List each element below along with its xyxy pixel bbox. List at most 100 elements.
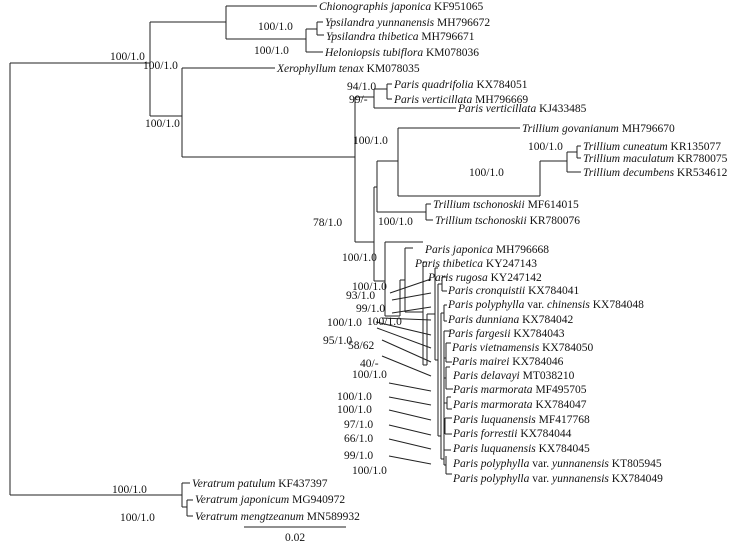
tip-label: Paris polyphylla var. yunnanensis KX7840… (452, 473, 663, 485)
support-value: 100/1.0 (143, 60, 178, 72)
accession-number: MT038210 (520, 370, 575, 382)
accession-number: KM078036 (423, 47, 479, 59)
species-name: Paris forrestii (452, 428, 517, 440)
tip-label: Paris cronquistii KX784041 (447, 285, 579, 297)
species-name: Heloniopsis tubiflora (324, 47, 423, 59)
tip-label: Paris fargesii KX784043 (447, 328, 565, 340)
tip-label: Trillium decumbens KR534612 (583, 167, 728, 179)
label-leader-line (388, 455, 432, 465)
support-value: 58/62 (348, 340, 374, 352)
species-name: Xerophyllum tenax (276, 63, 365, 75)
accession-number: MH796668 (493, 244, 549, 256)
accession-number: KJ433485 (536, 103, 586, 115)
species-name: Paris luquanensis (452, 414, 536, 426)
accession-number: MG940972 (289, 494, 345, 506)
support-value: 100/1.0 (254, 45, 289, 57)
tip-label: Trillium govanianum MH796670 (522, 123, 675, 135)
accession-number: KX784041 (525, 285, 579, 297)
tip-label: Paris japonica MH796668 (424, 244, 549, 256)
accession-number: KX784046 (509, 356, 563, 368)
species-name: Paris cronquistii (447, 285, 525, 297)
species-name: Paris polyphylla (447, 299, 525, 311)
tip-label: Paris luquanensis MF417768 (452, 414, 590, 426)
species-name: Ypsilandra yunnanensis (325, 17, 435, 29)
tip-labels: Chionographis japonica KF951065Ypsilandr… (192, 1, 728, 523)
variety-name: chinensis (547, 299, 590, 311)
support-value: 97/1.0 (344, 419, 373, 431)
support-value: 100/1.0 (378, 216, 413, 228)
label-leader-line (391, 292, 432, 301)
label-leader-line (381, 355, 432, 377)
tip-label: Paris polyphylla var. yunnanensis KT8059… (452, 458, 662, 470)
accession-number: KM078035 (364, 63, 420, 75)
tip-label: Paris forrestii KX784044 (452, 428, 572, 440)
support-value: 66/1.0 (344, 433, 373, 445)
tip-label: Paris verticillata KJ433485 (457, 103, 587, 115)
species-name: Veratrum mengtzeanum (195, 511, 304, 523)
tip-label: Trillium maculatum KR780075 (583, 153, 728, 165)
accession-number: KX784049 (609, 473, 663, 485)
scale-bar: 0.02 (244, 526, 346, 543)
accession-number: KR780075 (674, 153, 728, 165)
tip-label: Ypsilandra yunnanensis MH796672 (325, 17, 490, 29)
species-name: Paris marmorata (452, 384, 533, 396)
scale-bar-label: 0.02 (285, 532, 305, 543)
support-value: 94/1.0 (347, 81, 376, 93)
support-value: 95/1.0 (323, 335, 352, 347)
species-name: Paris verticillata (393, 94, 473, 106)
label-leader-line (381, 339, 432, 363)
support-value: 100/1.0 (469, 167, 504, 179)
species-name: Ypsilandra thibetica (326, 31, 419, 43)
label-leader-line (388, 409, 432, 421)
accession-number: KY247143 (483, 258, 537, 270)
accession-number: KF437397 (275, 478, 327, 490)
support-value: 40/- (360, 358, 379, 370)
accession-number: MF417768 (536, 414, 590, 426)
variety-name: yunnanensis (551, 458, 609, 470)
accession-number: MF495705 (533, 384, 587, 396)
species-name: Paris japonica (424, 244, 493, 256)
species-name: Veratrum japonicum (195, 494, 289, 506)
tip-label: Paris luquanensis KX784045 (452, 443, 590, 455)
label-leader-line (388, 396, 432, 406)
species-name: Paris luquanensis (452, 443, 536, 455)
tip-label: Heloniopsis tubiflora KM078036 (324, 47, 479, 59)
label-leader-line (388, 438, 432, 450)
support-value: 100/1.0 (528, 141, 563, 153)
tip-label: Paris marmorata KX784047 (452, 399, 587, 411)
tip-label: Paris polyphylla var. chinensis KX784048 (447, 299, 644, 311)
tip-label: Veratrum patulum KF437397 (192, 478, 328, 490)
tip-label: Paris mairei KX784046 (451, 356, 564, 368)
species-name: Trillium cuneatum (583, 141, 668, 153)
accession-number: MH796670 (619, 123, 675, 135)
tip-label: Paris delavayi MT038210 (452, 370, 575, 382)
tip-label: Chionographis japonica KF951065 (319, 1, 483, 13)
label-leader-line (388, 424, 432, 436)
species-name: Paris verticillata (457, 103, 537, 115)
species-name: Trillium decumbens (583, 167, 675, 179)
support-value: 99/1.0 (356, 303, 385, 315)
accession-number: MH796669 (472, 94, 528, 106)
accession-number: KX784045 (536, 443, 590, 455)
accession-number: KF951065 (431, 1, 483, 13)
accession-number: KX784042 (519, 314, 573, 326)
species-name: Paris delavayi (452, 370, 520, 382)
species-name: Paris thibetica (414, 258, 483, 270)
var-abbrev: var. (524, 299, 547, 311)
var-abbrev: var. (529, 473, 552, 485)
accession-number: MN589932 (304, 511, 360, 523)
accession-number: KY247142 (488, 272, 542, 284)
label-leader-line (388, 382, 432, 392)
support-value: 100/1.0 (327, 317, 362, 329)
support-value: 100/1.0 (342, 252, 377, 264)
tip-label: Veratrum mengtzeanum MN589932 (195, 511, 360, 523)
accession-number: KX784048 (590, 299, 644, 311)
accession-number: KR135077 (668, 141, 722, 153)
support-value: 100/1.0 (352, 369, 387, 381)
accession-number: KX784043 (511, 328, 565, 340)
support-value: 99/- (349, 94, 368, 106)
species-name: Paris quadrifolia (393, 79, 474, 91)
label-leader-line (375, 321, 432, 336)
support-value: 100/1.0 (352, 465, 387, 477)
